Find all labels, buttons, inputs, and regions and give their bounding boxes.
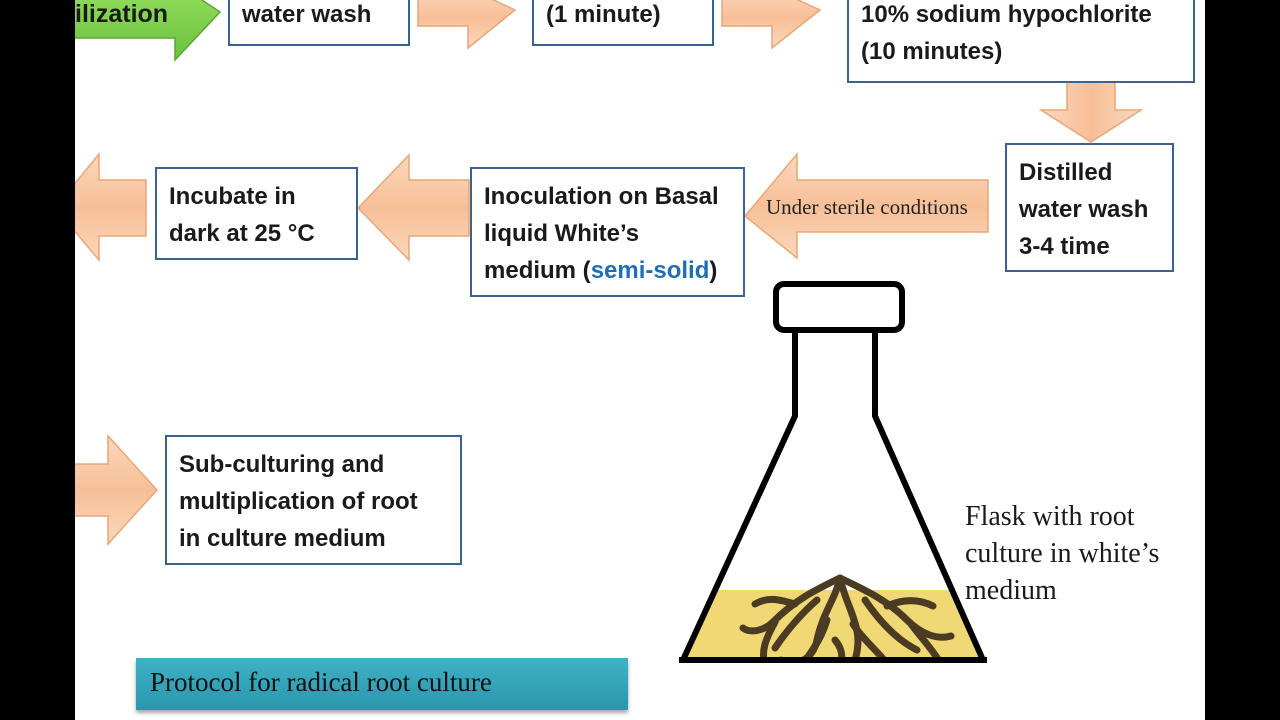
- box-distilled-line3: 3-4 time: [1019, 233, 1110, 260]
- box-subculture-line3: in culture medium: [179, 525, 386, 552]
- flask-cap: [773, 281, 905, 333]
- flask-note-line3: medium: [965, 575, 1057, 606]
- box-incubate: Incubate in dark at 25 °C: [155, 167, 358, 260]
- arrow-label-sterile-conditions: Under sterile conditions: [766, 195, 968, 219]
- semi-solid-highlight: semi-solid: [590, 257, 710, 284]
- arrow-left-middle: [356, 153, 470, 262]
- flask-note-line1: Flask with root: [965, 501, 1135, 532]
- arrow-left-edge: [75, 151, 147, 263]
- stage-label-sterilization: ilization: [75, 0, 169, 28]
- box-subculturing: Sub-culturing and multiplication of root…: [165, 435, 462, 565]
- box-inoculation-line3: medium (semi-solid): [484, 252, 731, 289]
- root-mass: [739, 574, 955, 660]
- inoculation-line3-suffix: ): [709, 257, 718, 284]
- box-distilled-line2: water wash: [1019, 196, 1149, 223]
- box-incubate-line1: Incubate in: [169, 183, 296, 210]
- box-one-minute-text: (1 minute): [546, 1, 661, 28]
- box-inoculation: Inoculation on Basal liquid White’s medi…: [470, 167, 745, 297]
- box-inoculation-line2: liquid White’s: [484, 220, 640, 247]
- caption-bar: Protocol for radical root culture: [136, 658, 628, 710]
- box-distilled-line1: Distilled: [1019, 159, 1113, 186]
- box-sodium-hypochlorite: 10% sodium hypochlorite (10 minutes): [847, 0, 1195, 83]
- arrow-right-top-1: [417, 0, 517, 50]
- flask-note-line2: culture in white’s: [965, 538, 1160, 569]
- slide: ilization water wash (1 minute) 10% sodi…: [75, 0, 1205, 720]
- box-subculture-line1: Sub-culturing and: [179, 451, 385, 478]
- box-water-wash-text: water wash: [242, 1, 372, 28]
- arrow-down: [1038, 79, 1144, 143]
- caption-text: Protocol for radical root culture: [150, 667, 492, 697]
- box-water-wash: water wash: [228, 0, 410, 46]
- diagram-graphics: [75, 0, 1144, 663]
- box-distilled-water-wash: Distilled water wash 3-4 time: [1005, 143, 1174, 272]
- flask-note: Flask with root culture in white’s mediu…: [965, 498, 1159, 609]
- arrow-right-subculture: [75, 434, 159, 546]
- sterilization-stage-arrow: [75, 0, 222, 62]
- box-incubate-line2: dark at 25 °C: [169, 220, 315, 247]
- box-subculture-line2: multiplication of root: [179, 488, 418, 515]
- inoculation-line3-prefix: medium (: [484, 257, 591, 284]
- box-one-minute: (1 minute): [532, 0, 714, 46]
- box-hypochlorite-line1: 10% sodium hypochlorite: [861, 1, 1152, 28]
- arrow-left-sterile: [743, 151, 989, 260]
- arrow-right-top-2: [721, 0, 822, 50]
- culture-flask: [679, 281, 987, 663]
- box-inoculation-line1: Inoculation on Basal: [484, 183, 719, 210]
- box-hypochlorite-line2: (10 minutes): [861, 38, 1003, 65]
